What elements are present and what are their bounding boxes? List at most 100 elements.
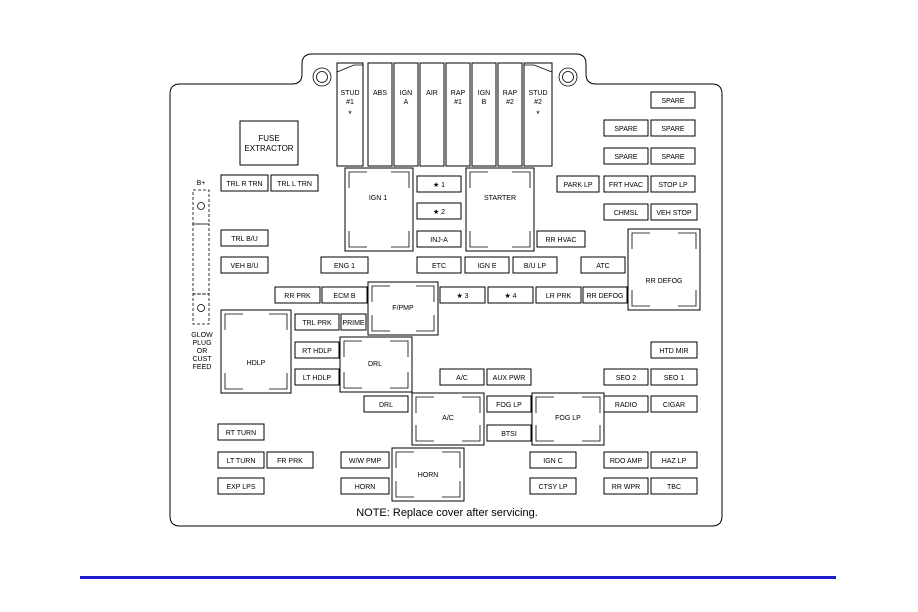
relay-terminal — [582, 425, 601, 442]
relay-terminal — [416, 285, 435, 302]
relay-fog-lp: FOG LP — [531, 392, 605, 446]
maxi-fuse-label: STUD — [528, 90, 547, 97]
maxi-fuse-label: RAP — [451, 90, 466, 97]
maxi-fuse-label: ABS — [373, 90, 387, 97]
relay-terminal — [442, 481, 461, 498]
relay-horn: HORN — [391, 447, 465, 502]
fuse-label: A/C — [456, 375, 468, 382]
maxi-fuse-stud2: STUD #2 * — [523, 62, 553, 167]
maxi-fuse-abs: ABS — [367, 62, 393, 167]
fuse-label: ★ 1 — [433, 181, 445, 189]
fuse-star1: ★ 1 — [416, 175, 462, 193]
star-marker: * — [536, 109, 540, 119]
relay-terminal — [390, 372, 409, 389]
fuse-label: PARK LP — [563, 182, 592, 189]
maxi-fuse-rap1: RAP #1 — [445, 62, 471, 167]
fuse-seo1: SEO 1 — [650, 368, 698, 386]
mounting-hole-left — [312, 67, 332, 87]
relay-hdlp: HDLP — [220, 309, 292, 394]
relay-label: STARTER — [484, 195, 516, 202]
relay-terminal — [678, 290, 697, 307]
fuse-park-lp: PARK LP — [556, 175, 600, 193]
fuse-rt-turn: RT TURN — [217, 423, 265, 441]
relay-label: RR DEFOG — [646, 278, 683, 285]
fuse-veh-stop: VEH STOP — [650, 203, 698, 221]
side-connector: B+ GLOW PLUG OR CUST FEED — [191, 180, 213, 371]
fuse-atc: ATC — [580, 256, 626, 274]
fuse-htd-mir: HTD MIR — [650, 341, 698, 359]
relay-terminal — [512, 171, 531, 188]
relay-terminal — [395, 451, 414, 468]
fuse-ign-e: IGN E — [464, 256, 510, 274]
fuse-rr-prk: RR PRK — [274, 286, 321, 304]
fuse-label: ★ 3 — [456, 292, 468, 300]
fuse-label: CHMSL — [614, 210, 639, 217]
relay-terminal — [343, 372, 362, 389]
fuse-label: SPARE — [661, 154, 685, 161]
service-note: NOTE: Replace cover after servicing. — [356, 507, 538, 519]
relay-ac: A/C — [411, 392, 485, 446]
fuse-spare-1: SPARE — [650, 91, 696, 109]
relay-terminal — [391, 231, 410, 248]
fuse-drl-fuse: DRL — [363, 395, 409, 413]
fuse-label: EXP LPS — [226, 484, 255, 491]
fuse-lt-turn: LT TURN — [217, 451, 265, 469]
fuse-ecm-b: ECM B — [321, 286, 368, 304]
fuse-label: SPARE — [661, 98, 685, 105]
fuse-trl-l-trn: TRL L TRN — [270, 174, 319, 192]
fuse-label: STOP LP — [658, 182, 688, 189]
maxi-fuse-label: B — [482, 99, 487, 106]
fuse-label: SPARE — [614, 154, 638, 161]
fuse-ac-fuse: A/C — [439, 368, 485, 386]
fuse-label: HORN — [355, 484, 376, 491]
relay-terminal — [469, 231, 488, 248]
relay-terminal — [631, 232, 650, 249]
fuse-label: INJ-A — [430, 237, 448, 244]
fuse-label: ENG 1 — [334, 263, 355, 270]
fuse-ww-pmp: W/W PMP — [340, 451, 390, 469]
fuse-label: SEO 1 — [664, 375, 685, 382]
maxi-fuse-label: RAP — [503, 90, 518, 97]
relay-terminal — [535, 396, 554, 413]
fuse-label: RR HVAC — [546, 237, 577, 244]
fuse-label: RR WPR — [612, 484, 640, 491]
relay-terminal — [371, 315, 390, 332]
fuse-label: PRIME — [342, 320, 365, 327]
relay-terminal — [390, 340, 409, 357]
fuse-star2: ★ 2 — [416, 202, 462, 220]
fuse-lr-prk: LR PRK — [535, 286, 582, 304]
maxi-fuse-label: #2 — [534, 99, 542, 106]
relay-terminal — [678, 232, 697, 249]
relay-terminal — [415, 425, 434, 442]
fuse-haz-lp: HAZ LP — [650, 451, 698, 469]
fuse-label: ★ 4 — [504, 292, 516, 300]
maxi-fuse-air: AIR — [419, 62, 445, 167]
fuse-ctsy-lp: CTSY LP — [529, 477, 577, 495]
fuse-label: LT HDLP — [303, 375, 331, 382]
relay-terminal — [371, 285, 390, 302]
star-marker: * — [348, 109, 352, 119]
fuse-label: ECM B — [333, 293, 356, 300]
bottom-rule — [80, 576, 836, 579]
relay-terminal — [395, 481, 414, 498]
relay-terminal — [582, 396, 601, 413]
relay-starter: STARTER — [465, 167, 535, 252]
relay-terminal — [462, 396, 481, 413]
fuse-label: VEH STOP — [656, 210, 692, 217]
fuse-label: RT TURN — [226, 430, 256, 437]
relay-label: HORN — [418, 472, 439, 479]
fuse-label: LT TURN — [227, 458, 256, 465]
fuse-chmsl: CHMSL — [603, 203, 649, 221]
fuse-inj-a: INJ-A — [416, 230, 462, 248]
fuse-label: CTSY LP — [538, 484, 567, 491]
relay-terminal — [462, 425, 481, 442]
maxi-fuse-label: #1 — [346, 99, 354, 106]
relay-terminal — [415, 396, 434, 413]
fuse-label: CIGAR — [663, 402, 685, 409]
fuse-rr-wpr: RR WPR — [603, 477, 649, 495]
fuse-spare-4: SPARE — [603, 147, 649, 165]
fuse-label: TBC — [667, 484, 681, 491]
maxi-fuse-ign-b: IGN B — [471, 62, 497, 167]
